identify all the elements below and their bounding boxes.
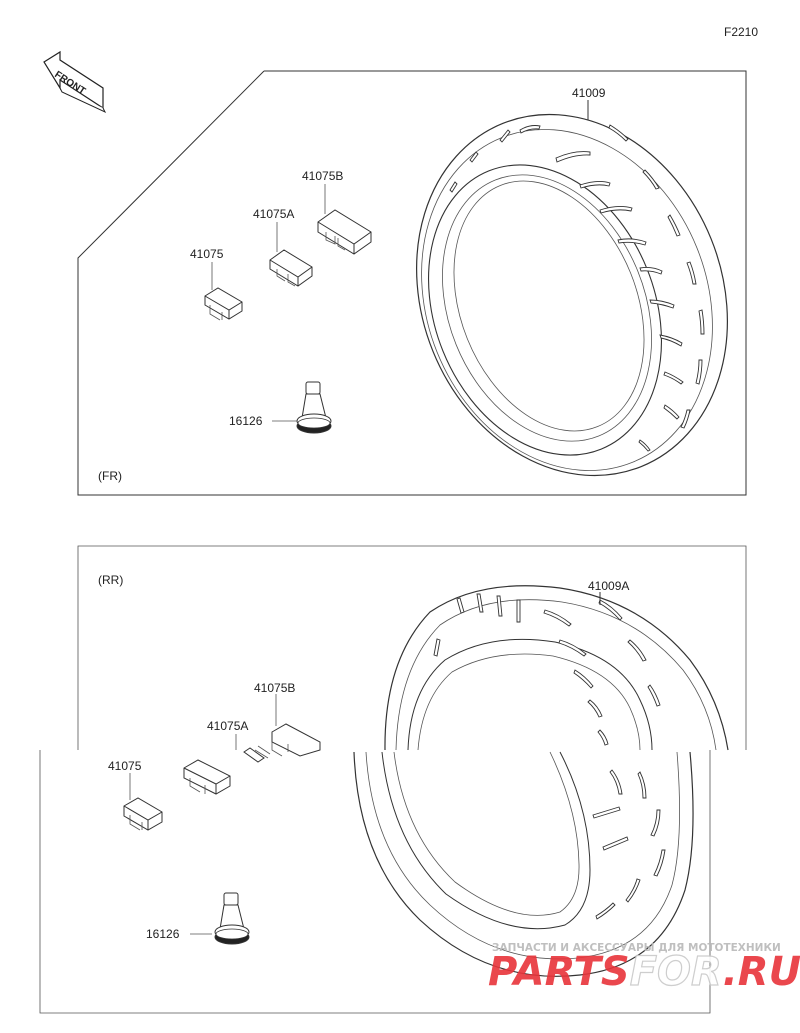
front-weight-b-part-number: 41075B	[302, 169, 343, 183]
front-valve	[296, 381, 332, 434]
page-code: F2210	[724, 25, 758, 39]
rear-weight-a	[183, 745, 271, 795]
rear-section-border-upper	[77, 545, 747, 750]
front-weight-part-number: 41075	[190, 247, 224, 261]
rear-section-label: (RR)	[98, 573, 123, 587]
watermark-brand-parts: PARTS	[488, 949, 630, 995]
rear-tread-pattern	[433, 593, 666, 920]
front-tire-part-number: 41009	[572, 86, 606, 100]
front-section-label: (FR)	[98, 469, 122, 483]
rear-weight-b-part-number: 41075B	[254, 681, 295, 695]
rear-weight-part-number: 41075	[108, 759, 142, 773]
front-tread-pattern	[449, 124, 705, 452]
front-section: (FR)	[77, 70, 747, 496]
watermark-brand: PARTSFOR.RU	[488, 949, 800, 995]
watermark-tagline: ЗАПЧАСТИ И АКСЕССУАРЫ ДЛЯ МОТОТЕХНИКИ	[492, 942, 781, 954]
front-weight-b	[317, 209, 372, 255]
watermark-brand-ru: .RU	[723, 949, 800, 995]
rear-weight	[123, 797, 163, 831]
watermark-brand-for: FOR	[630, 949, 723, 995]
front-weight-a	[269, 249, 313, 287]
rear-tire	[353, 585, 729, 977]
watermark: ЗАПЧАСТИ И АКСЕССУАРЫ ДЛЯ МОТОТЕХНИКИ PA…	[488, 942, 800, 996]
rear-valve	[214, 892, 250, 945]
rear-section-border-lower	[39, 750, 711, 1014]
front-arrow-icon: FRONT	[43, 50, 107, 114]
front-weight-a-part-number: 41075A	[253, 207, 294, 221]
rear-valve-part-number: 16126	[146, 927, 180, 941]
front-weight	[204, 287, 243, 321]
rear-section: (RR)	[39, 545, 747, 1014]
rear-tire-part-number: 41009A	[588, 579, 629, 593]
front-tire	[416, 113, 728, 477]
rear-weight-b	[271, 723, 321, 757]
front-valve-part-number: 16126	[229, 414, 263, 428]
rear-weight-a-part-number: 41075A	[207, 719, 248, 733]
front-section-border	[77, 70, 747, 496]
